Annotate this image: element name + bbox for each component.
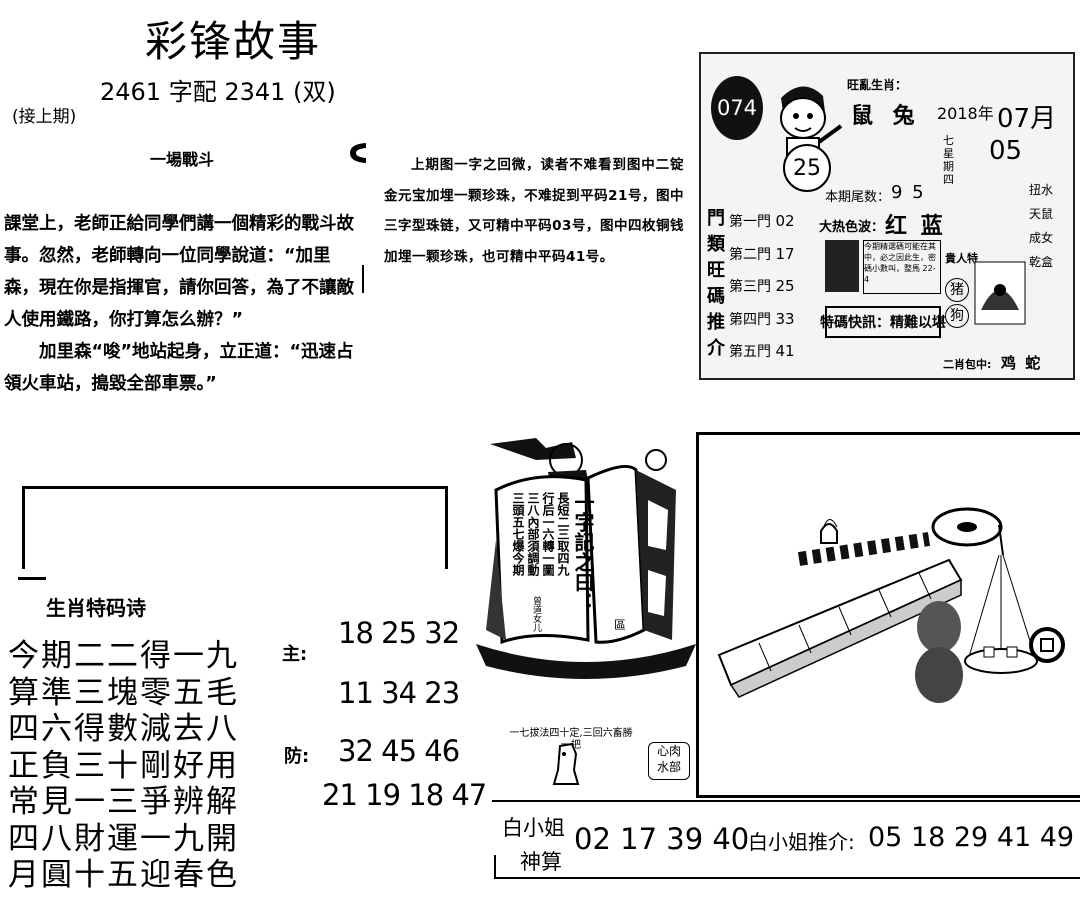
poem-line: 四八財運一九開 — [8, 820, 239, 857]
story-heading: 一場戰斗 — [150, 150, 215, 169]
poem-frame — [22, 486, 448, 569]
stamp: 心肉 水部 — [648, 742, 690, 780]
clue-note: 上期图一字之回微，读者不难看到图中二锭金元宝加埋一颗珍珠，不难捉到平码21号，图… — [384, 157, 684, 265]
poem-line: 今期二二得一九 — [8, 638, 239, 674]
tail-value: 9 5 — [891, 182, 926, 203]
fang-label: 防: — [284, 746, 310, 767]
bottom-divider — [492, 800, 1080, 802]
color-label: 大热色波： — [819, 220, 885, 235]
fang-row-2: 21 19 18 47 — [322, 778, 487, 812]
special-banner: 特碼快訊：精難以堪 — [820, 306, 946, 338]
card-day: 05 — [989, 136, 1023, 166]
poem-line: 月圓十五迎春色 — [8, 857, 239, 893]
sail-text: 一字記之曰： 長短二三取四九 行后一六轉一圖 三八內部須調動 三頭五七爆今期 — [511, 492, 595, 612]
info-card: 074 25 旺亂生肖： 鼠 兔 2018年 07月 05 七星期四 本期尾数：… — [699, 52, 1075, 380]
page-subtitle: 2461 字配 2341 (双) — [100, 78, 336, 106]
door-row: 第三門 25 — [729, 277, 795, 295]
boat-illustration: 一字記之曰： 長短二三取四九 行后一六轉一圖 三八內部須調動 三頭五七爆今期 區… — [476, 430, 696, 715]
right-column: 扭水 天鼠 成女 乾盒 — [1029, 183, 1054, 269]
recommend-label: 白小姐推介: — [748, 830, 855, 854]
bracket-icon — [346, 140, 368, 164]
zhu-row-1: 18 25 32 — [338, 616, 460, 650]
fang-row-1: 32 45 46 — [338, 734, 460, 768]
ship-icon — [476, 438, 696, 679]
text-box: 今期精選碼可能在其中，必之因此生，密碼小數叫，整馬 22-4 — [863, 240, 941, 294]
zhu-label: 主: — [282, 644, 308, 665]
poem-line: 四六得數減去八 — [8, 711, 239, 747]
ornament-icon — [973, 260, 1027, 326]
circle-number: 25 — [783, 144, 831, 192]
card-footer-value: 鸡 蛇 — [1001, 354, 1043, 372]
door-row: 第五門 41 — [729, 342, 795, 360]
scale-illustration — [696, 432, 1080, 798]
poem-line: 正負三十剛好用 — [8, 747, 239, 784]
card-month: 07月 — [997, 104, 1057, 134]
card-weekday: 七星期四 — [943, 134, 954, 186]
continued-label: (接上期) — [12, 107, 77, 127]
poem-title: 生肖特码诗 — [46, 596, 146, 620]
door-row: 第一門 02 — [729, 212, 795, 230]
story-text: 課堂上，老師正給同學們講一個精彩的戰斗故事。忽然，老師轉向一位同學說道：“加里森… — [4, 208, 364, 400]
door-row: 第二門 17 — [729, 244, 795, 263]
name-label: 白小姐 — [502, 816, 565, 840]
boat-signature: 曾道女儿 — [531, 596, 541, 632]
necklace-scale-icon — [717, 507, 1065, 703]
card-footer-label: 二肖包中: — [943, 358, 992, 371]
card-badge: 074 — [711, 76, 763, 140]
numbers-b: 05 18 29 41 49 — [868, 822, 1075, 853]
shensuan-label: 神算 — [520, 850, 562, 874]
zodiac-label: 旺亂生肖： — [847, 78, 908, 92]
nobleman-label: 貴人特 — [945, 252, 978, 265]
door-row: 第四門 33 — [729, 309, 795, 328]
dog-icon — [548, 742, 584, 786]
zodiac-pig: 猪 — [945, 278, 969, 302]
story-divider — [362, 265, 364, 293]
story-paragraph-1: 課堂上，老師正給同學們講一個精彩的戰斗故事。忽然，老師轉向一位同學說道：“加里森… — [4, 214, 354, 330]
color-value: 红 蓝 — [885, 214, 946, 239]
zodiac-value: 鼠 兔 — [851, 104, 921, 129]
doors-list: 第一門 02 第二門 17 第三門 25 第四門 33 第五門 41 — [729, 206, 821, 369]
doors-label: 門 類 旺 碼 推 介 — [707, 208, 725, 359]
poem-line: 算準三塊零五毛 — [8, 674, 239, 711]
poem-lines: 今期二二得一九 算準三塊零五毛 四六得數減去八 正負三十剛好用 常見一三爭辨解 … — [8, 638, 239, 894]
zhu-row-2: 11 34 23 — [338, 676, 460, 710]
poem-line: 常見一三爭辨解 — [8, 784, 239, 820]
page-title: 彩锋故事 — [145, 17, 322, 66]
story-paragraph-2: 加里森“唆”地站起身，立正道：“迅速占領火車站，搗毀全部車票。” — [4, 342, 354, 394]
numbers-a: 02 17 39 40 — [574, 822, 750, 856]
tail-label: 本期尾数： — [825, 190, 891, 205]
poem-dash — [18, 577, 46, 580]
region-label: 區 — [614, 618, 627, 632]
card-year: 2018年 — [937, 104, 994, 123]
zodiac-dog: 狗 — [945, 304, 969, 328]
dark-swatch — [825, 240, 859, 292]
bottom-box — [494, 855, 1080, 879]
